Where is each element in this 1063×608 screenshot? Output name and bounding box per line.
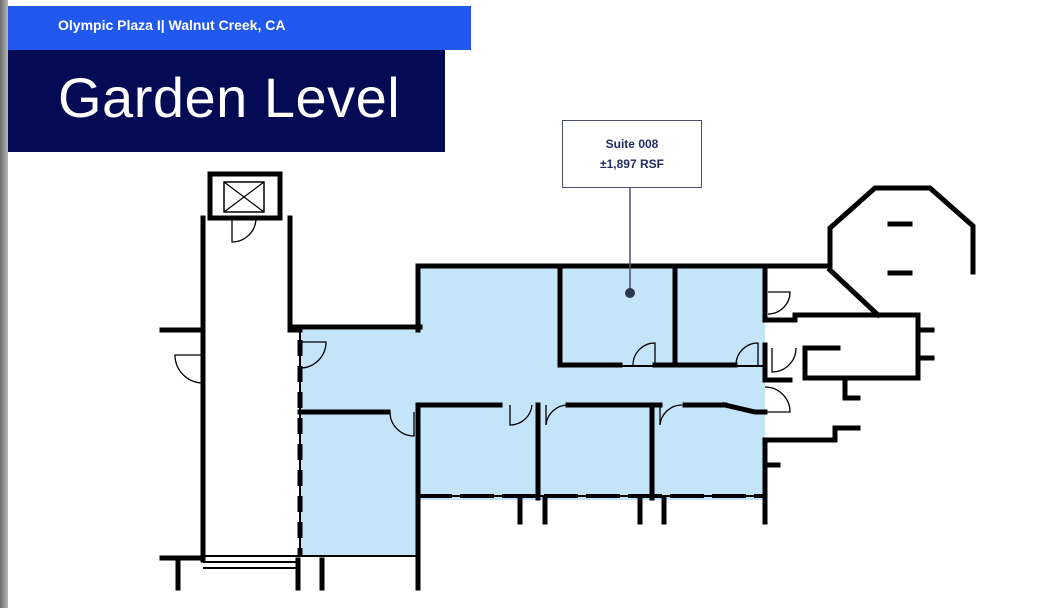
- property-banner: Olympic Plaza I| Walnut Creek, CA: [8, 6, 471, 50]
- page-edge-shadow: [0, 0, 8, 608]
- top-offices: [557, 265, 765, 368]
- wing-door-1: [767, 291, 791, 315]
- floor-title-banner: Garden Level: [8, 50, 445, 152]
- elevator-icon: [223, 181, 265, 213]
- octagon-room: [827, 185, 976, 275]
- suite-name: Suite 008: [605, 137, 659, 151]
- lobby-core-walls: [159, 215, 303, 563]
- suite-callout: Suite 008 ±1,897 RSF: [562, 120, 702, 188]
- octagon-lower-wall: [826, 266, 882, 319]
- office-door-5: [545, 404, 569, 426]
- floor-title: Garden Level: [58, 66, 401, 129]
- core-door: [231, 217, 257, 243]
- bottom-offices: [297, 401, 768, 591]
- suite-area: ±1,897 RSF: [600, 157, 664, 171]
- lobby-door: [174, 354, 204, 384]
- office-door-1: [632, 342, 656, 366]
- office-door-2: [735, 342, 759, 366]
- suite-entry-door: [299, 341, 327, 369]
- office-door-3: [389, 411, 415, 437]
- callout-marker-dot: [625, 288, 635, 298]
- wing-door-2: [771, 347, 797, 373]
- exterior-stubs: [159, 437, 768, 591]
- right-wing-walls: [762, 312, 935, 468]
- office-door-6: [659, 404, 683, 426]
- property-label: Olympic Plaza I| Walnut Creek, CA: [58, 17, 286, 33]
- office-door-4: [509, 404, 533, 426]
- wing-door-3: [764, 386, 791, 413]
